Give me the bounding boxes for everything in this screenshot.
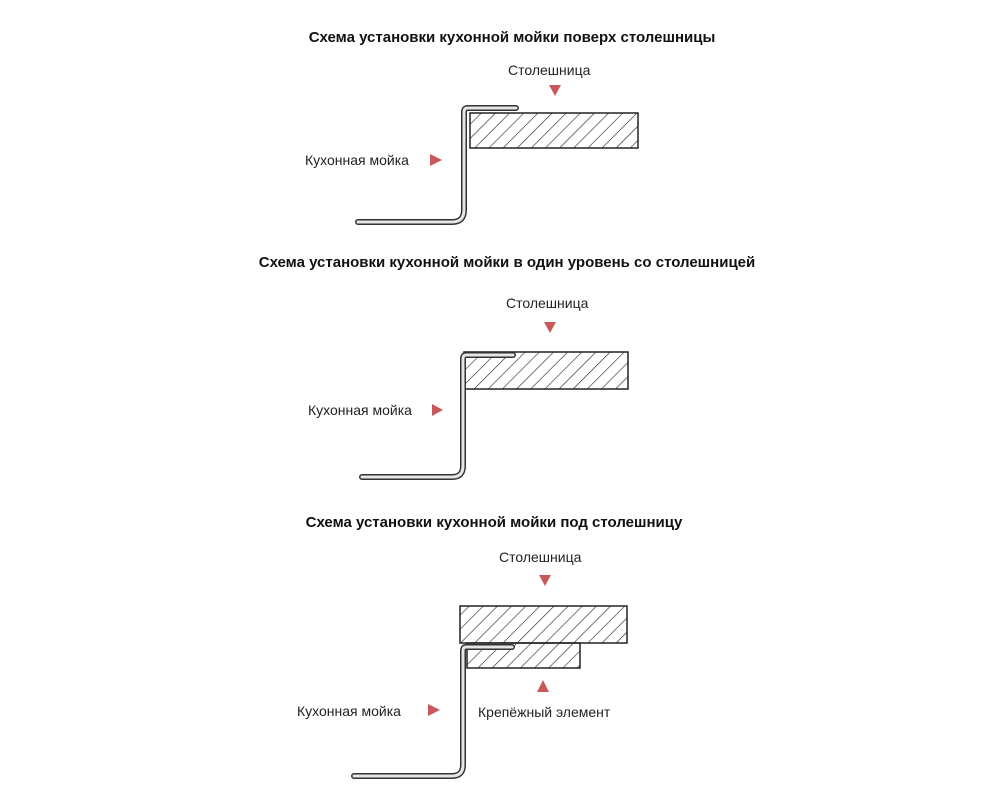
arrow-down-icon [539,575,551,586]
diagram-title: Схема установки кухонной мойки поверх ст… [309,29,716,46]
diagram-under-countertop: Схема установки кухонной мойки под столе… [297,514,683,779]
diagram-flush-countertop: Схема установки кухонной мойки в один ур… [259,254,756,480]
arrow-down-icon [544,322,556,333]
countertop-label: Столешница [499,549,582,565]
sink-profile [359,352,516,480]
diagram-title: Схема установки кухонной мойки в один ур… [259,254,756,271]
arrow-right-icon [432,404,443,416]
arrow-down-icon [549,85,561,96]
arrow-up-icon [537,680,549,692]
diagram-over-countertop: Схема установки кухонной мойки поверх ст… [305,29,716,225]
countertop-label: Столешница [506,295,589,311]
arrow-right-icon [428,704,440,716]
sink-profile [355,105,519,225]
diagram-title: Схема установки кухонной мойки под столе… [306,514,683,531]
sink-profile [351,644,515,779]
fastener-label: Крепёжный элемент [478,704,611,720]
sink-label: Кухонная мойка [305,152,409,168]
arrow-right-icon [430,154,442,166]
countertop [459,605,628,644]
sink-label: Кухонная мойка [308,402,412,418]
countertop [469,112,639,149]
sink-label: Кухонная мойка [297,703,401,719]
countertop-label: Столешница [508,62,591,78]
